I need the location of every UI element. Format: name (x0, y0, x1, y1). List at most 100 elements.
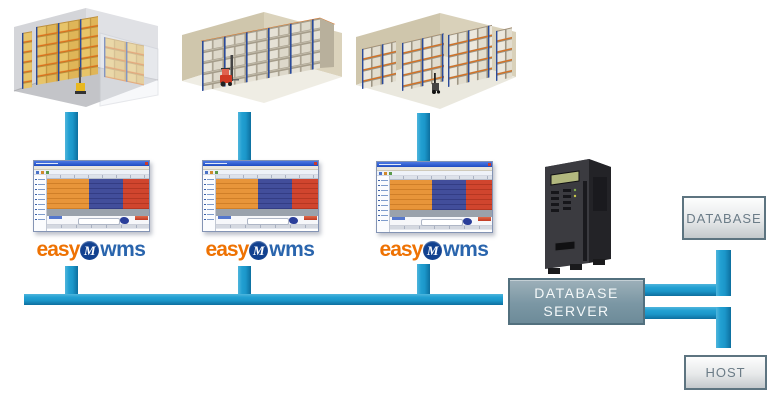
drive-in-racking-warehouse-image (182, 12, 342, 103)
map-zone-navy (257, 179, 293, 209)
map-zone-navy (88, 179, 124, 209)
mecalux-monogram-icon: M (423, 240, 443, 260)
pipe-wms2-to-bus (238, 266, 251, 296)
wms-warehouse-map-view (47, 179, 149, 209)
map-zone-orange (47, 179, 89, 209)
wms-toolbar (203, 170, 318, 175)
toolbar-icon (41, 170, 44, 174)
wms-divider-band (47, 209, 149, 216)
easy-wms-logo: easy M wms (371, 237, 497, 263)
panel-groupbox (246, 218, 290, 225)
wms-window-titlebar (377, 162, 492, 167)
forklift-icon (220, 55, 239, 87)
pipe-warehouse1-to-wms1 (65, 112, 78, 160)
close-icon (314, 162, 317, 165)
panel-tab (218, 216, 231, 219)
wms-detail-panel (390, 217, 492, 226)
wms-navigation-tree (34, 175, 47, 231)
easy-wms-logo: easy M wms (197, 237, 323, 263)
panel-tab (392, 217, 405, 220)
toolbar-icon (36, 170, 39, 174)
wms-menubar (34, 166, 149, 170)
wms-menubar (203, 166, 318, 170)
map-zone-navy (431, 180, 467, 210)
wms-window-titlebar (203, 161, 318, 166)
wms-screenshot-3 (376, 161, 493, 233)
logo-wms-text: wms (443, 238, 489, 261)
map-zone-red (123, 179, 149, 209)
wms-toolbar (377, 171, 492, 176)
wms-tab-strip (216, 175, 318, 179)
easy-wms-logo: easy M wms (28, 237, 154, 263)
wms-data-grid (390, 226, 492, 232)
database-server-label-line2: SERVER (543, 302, 610, 319)
mecalux-monogram-icon: M (80, 240, 100, 260)
compact-pallet-racking-warehouse-image (13, 8, 159, 107)
logo-wms-text: wms (100, 238, 146, 261)
wms-screenshot-2 (202, 160, 319, 232)
wms-tab-strip (390, 176, 492, 180)
wms-screenshot-1 (33, 160, 150, 232)
panel-map-blob (120, 217, 130, 224)
map-zone-red (466, 180, 492, 210)
forklift-icon (75, 67, 86, 94)
close-icon (488, 163, 491, 166)
toolbar-icon (215, 170, 218, 174)
wms-navigation-tree (377, 176, 390, 232)
logo-easy-text: easy (205, 238, 250, 261)
map-zone-orange (216, 179, 258, 209)
mecalux-monogram-icon: M (249, 240, 269, 260)
database-server-label-line1: DATABASE (534, 284, 619, 301)
pipe-wms3-to-bus (417, 264, 430, 296)
database-server-box: DATABASE SERVER (508, 278, 645, 325)
host-box: HOST (684, 355, 767, 390)
wms-data-grid (216, 225, 318, 231)
pipe-wms1-to-bus (65, 266, 78, 296)
logo-easy-text: easy (379, 238, 424, 261)
database-box: DATABASE (682, 196, 766, 240)
toolbar-icon (46, 170, 49, 174)
close-icon (145, 162, 148, 165)
panel-groupbox (77, 218, 121, 225)
pipe-up-to-database (716, 250, 731, 296)
wms-menubar (377, 167, 492, 171)
map-zone-red (292, 179, 318, 209)
panel-button (304, 216, 317, 220)
panel-button (478, 217, 491, 221)
wms-warehouse-map-view (216, 179, 318, 209)
wms-tab-strip (47, 175, 149, 179)
tower-server-image (545, 159, 611, 274)
network-bus-line (24, 294, 503, 305)
wms-detail-panel (216, 216, 318, 225)
wms-toolbar (34, 170, 149, 175)
wms-divider-band (390, 210, 492, 217)
toolbar-icon (210, 170, 213, 174)
wms-data-grid (47, 225, 149, 231)
host-label: HOST (705, 365, 746, 380)
pipe-warehouse3-to-wms3 (417, 113, 430, 161)
panel-tab (49, 216, 62, 219)
logo-easy-text: easy (36, 238, 81, 261)
map-zone-orange (390, 180, 432, 210)
pipe-down-to-host (716, 307, 731, 348)
forklift-icon (432, 73, 441, 94)
panel-map-blob (289, 217, 299, 224)
wms-detail-panel (47, 216, 149, 225)
pipe-server-to-host (645, 307, 731, 319)
logo-wms-text: wms (269, 238, 315, 261)
panel-groupbox (420, 219, 464, 226)
toolbar-icon (205, 170, 208, 174)
toolbar-icon (389, 171, 392, 175)
database-label: DATABASE (686, 210, 762, 226)
wms-navigation-tree (203, 175, 216, 231)
pipe-warehouse2-to-wms2 (238, 112, 251, 160)
toolbar-icon (379, 171, 382, 175)
panel-map-blob (463, 218, 473, 225)
wms-window-titlebar (34, 161, 149, 166)
toolbar-icon (384, 171, 387, 175)
wms-divider-band (216, 209, 318, 216)
panel-button (135, 216, 148, 220)
pipe-server-to-database (645, 284, 731, 296)
wms-warehouse-map-view (390, 180, 492, 210)
